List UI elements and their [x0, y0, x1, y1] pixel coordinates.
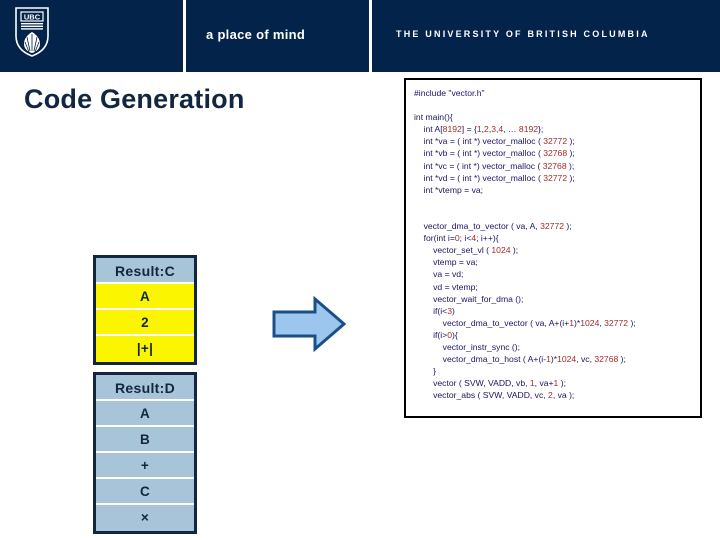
ubc-crest-logo: UBC — [14, 6, 50, 58]
code-line: #include "vector.h" — [414, 88, 485, 98]
code-line: } — [433, 366, 436, 377]
code-line: vector ( SVW, VADD, vb, 1, va+1 ); — [433, 378, 566, 389]
code-line: int main(){ — [414, 112, 453, 123]
code-listing-panel: #include "vector.h" int main(){ int A[81… — [404, 78, 702, 418]
code-line: if(i<3) — [433, 305, 455, 316]
code-line: vector_dma_to_host ( A+(i-1)*1024, vc, 3… — [442, 354, 626, 365]
table-row: + — [96, 453, 194, 479]
table-row: A — [96, 284, 194, 310]
code-line: vector_wait_for_dma (); — [433, 293, 524, 304]
code-line: int *vc = ( int *) vector_malloc ( 32768… — [423, 160, 575, 171]
code-line: vector_dma_to_vector ( va, A, 32772 ); — [423, 221, 572, 232]
page-header: UBC a place of mind THE UNIVERSITY OF BR… — [0, 0, 720, 72]
table-row: B — [96, 427, 194, 453]
table-row: × — [96, 505, 194, 531]
code-line: int *vd = ( int *) vector_malloc ( 32772… — [423, 172, 575, 183]
code-line — [414, 99, 694, 111]
code-line: vector_instr_sync (); — [442, 341, 521, 352]
result-c-header: Result:C — [96, 258, 194, 284]
code-line: vector_dma_to_vector ( va, A+(i+1)*1024,… — [442, 317, 636, 328]
code-line: if(i>0){ — [433, 329, 458, 340]
code-line: int *va = ( int *) vector_malloc ( 32772… — [423, 136, 575, 147]
svg-text:UBC: UBC — [24, 13, 41, 22]
code-line — [414, 196, 694, 208]
code-line: for(int i=0; i<4; i++){ — [423, 233, 499, 244]
code-line: vector_set_vl ( 1024 ); — [433, 245, 519, 256]
header-university-name: THE UNIVERSITY OF BRITISH COLUMBIA — [396, 29, 650, 39]
right-arrow-icon — [271, 295, 347, 353]
code-line: int *vb = ( int *) vector_malloc ( 32768… — [423, 148, 575, 159]
code-line: vtemp = va; — [433, 257, 478, 268]
code-line: vector_abs ( SVW, VADD, vc, 2, va ); — [433, 390, 575, 401]
header-tagline: a place of mind — [206, 27, 306, 42]
table-row: |+| — [96, 336, 194, 362]
table-row: A — [96, 401, 194, 427]
header-divider-2 — [369, 0, 372, 72]
result-d-header: Result:D — [96, 375, 194, 401]
code-line: int A[8192] = {1,2,3,4, … 8192}; — [423, 124, 544, 135]
header-divider-1 — [183, 0, 186, 72]
table-row: 2 — [96, 310, 194, 336]
table-row: C — [96, 479, 194, 505]
code-line — [414, 208, 694, 220]
code-line: int *vtemp = va; — [423, 184, 484, 195]
code-line: vd = vtemp; — [433, 281, 478, 292]
page-title: Code Generation — [24, 84, 245, 114]
code-line: va = vd; — [433, 269, 464, 280]
